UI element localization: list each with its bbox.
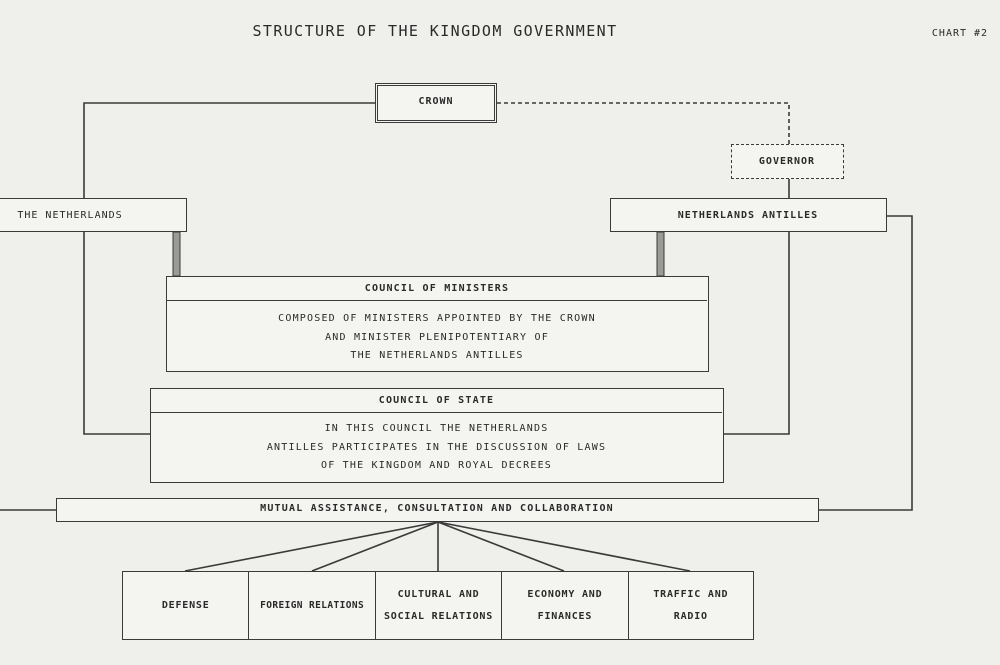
line-crown-governor [497, 102, 790, 144]
netherlands-box: THE NETHERLANDS [0, 198, 187, 232]
fan-line-traffic [437, 521, 691, 572]
council-of-ministers-box: COUNCIL OF MINISTERS COMPOSED OF MINISTE… [166, 276, 709, 372]
section-traffic-radio: TRAFFIC AND RADIO [629, 572, 753, 639]
fan-line-defense [184, 521, 439, 572]
council-of-state-box: COUNCIL OF STATE IN THIS COUNCIL THE NET… [150, 388, 724, 483]
council-of-state-header: COUNCIL OF STATE [378, 395, 495, 406]
antilles-label: NETHERLANDS ANTILLES [677, 210, 819, 221]
line-antilles-mutual [819, 215, 913, 511]
section-economy-line-1: ECONOMY AND [527, 588, 603, 600]
crown-box: CROWN [375, 83, 497, 123]
governor-box: GOVERNOR [731, 144, 844, 179]
council-of-state-divider [151, 412, 722, 413]
netherlands-label: THE NETHERLANDS [17, 210, 123, 221]
council-of-ministers-line-3: THE NETHERLANDS ANTILLES [350, 350, 524, 361]
chart-number: CHART #2 [931, 28, 989, 39]
council-of-state-line-1: IN THIS COUNCIL THE NETHERLANDS [324, 423, 549, 434]
line-antilles-state [724, 232, 790, 435]
council-of-ministers-header: COUNCIL OF MINISTERS [364, 283, 510, 294]
line-crown-netherlands [83, 102, 375, 198]
antilles-box: NETHERLANDS ANTILLES [610, 198, 887, 232]
mutual-assistance-box: MUTUAL ASSISTANCE, CONSULTATION AND COLL… [56, 498, 819, 522]
section-economy-line-2: FINANCES [537, 610, 593, 622]
section-defense: DEFENSE [123, 572, 250, 639]
page-title: STRUCTURE OF THE KINGDOM GOVERNMENT [252, 22, 618, 40]
section-cultural-social: CULTURAL AND SOCIAL RELATIONS [376, 572, 503, 639]
hatch-netherlands-ministers [172, 231, 181, 277]
governor-label: GOVERNOR [758, 156, 816, 167]
line-netherlands-state [83, 232, 150, 435]
section-defense-line-1: DEFENSE [161, 599, 210, 611]
council-of-ministers-line-1: COMPOSED OF MINISTERS APPOINTED BY THE C… [278, 313, 596, 324]
council-of-ministers-line-2: AND MINISTER PLENIPOTENTIARY OF [325, 332, 549, 343]
council-of-ministers-divider [167, 300, 707, 301]
mutual-assistance-label: MUTUAL ASSISTANCE, CONSULTATION AND COLL… [260, 503, 614, 514]
section-foreign-relations: FOREIGN RELATIONS [249, 572, 376, 639]
crown-label: CROWN [418, 96, 454, 107]
section-cultural-line-2: SOCIAL RELATIONS [383, 610, 494, 622]
fan-line-economy [437, 521, 565, 572]
section-economy-finances: ECONOMY AND FINANCES [502, 572, 629, 639]
council-of-state-line-2: ANTILLES PARTICIPATES IN THE DISCUSSION … [266, 442, 607, 453]
section-foreign-line-1: FOREIGN RELATIONS [260, 599, 365, 611]
section-cultural-line-1: CULTURAL AND [397, 588, 480, 600]
hatch-antilles-ministers [656, 231, 665, 277]
section-traffic-line-2: RADIO [673, 610, 708, 622]
sections-row: DEFENSE FOREIGN RELATIONS CULTURAL AND SO… [122, 571, 754, 640]
council-of-state-line-3: OF THE KINGDOM AND ROYAL DECREES [320, 460, 553, 471]
section-traffic-line-1: TRAFFIC AND [653, 588, 729, 600]
fan-line-foreign [311, 521, 439, 572]
